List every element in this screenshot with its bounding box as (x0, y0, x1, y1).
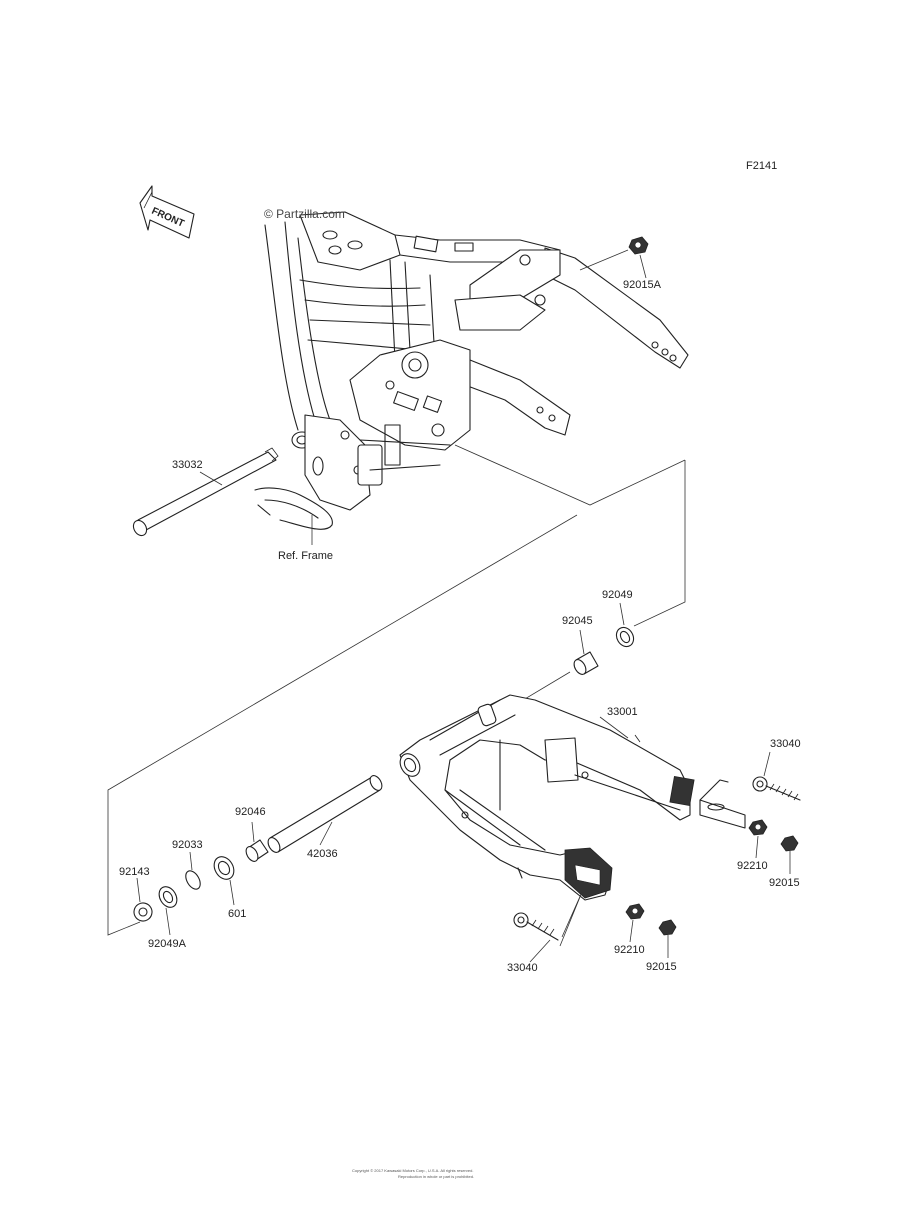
bracket-line-left (107, 514, 578, 936)
pivot-shaft-33032 (132, 447, 279, 537)
label-92015A: 92015A (623, 279, 661, 291)
label-42036: 42036 (307, 848, 338, 860)
label-92015-bottom: 92015 (646, 961, 677, 973)
label-92049A: 92049A (148, 938, 186, 950)
label-33040-right: 33040 (770, 738, 801, 750)
bushing-92046 (245, 821, 269, 862)
label-33040-bottom: 33040 (507, 962, 538, 974)
label-92210-right: 92210 (737, 860, 768, 872)
collar-92143 (133, 877, 153, 922)
label-92046: 92046 (235, 806, 266, 818)
bracket-line-top (454, 444, 686, 506)
label-92015-right: 92015 (769, 877, 800, 889)
label-92143: 92143 (119, 866, 150, 878)
bushing-92045 (573, 629, 599, 675)
frame-drawing (254, 211, 689, 530)
seal-92049 (615, 602, 635, 648)
diagram-code: F2141 (746, 160, 778, 172)
nut-92210-bottom (625, 903, 645, 943)
label-ref-frame: Ref. Frame (278, 550, 334, 562)
nut-92015A (579, 236, 649, 279)
bearing-601 (213, 856, 235, 906)
nut-92015-right (780, 835, 799, 874)
label-92049: 92049 (602, 589, 633, 601)
label-601: 601 (228, 908, 247, 920)
footer-line-2: Reproduction in whole or part is prohibi… (398, 1174, 475, 1179)
nut-92015-bottom (658, 919, 677, 958)
watermark: © Partzilla.com (264, 207, 345, 221)
adjuster-33040-right (699, 751, 801, 829)
footer-line-1: Copyright © 2017 Kawasaki Motors Corp., … (352, 1168, 474, 1173)
swingarm-33001 (399, 694, 695, 901)
bracket-line-right (633, 460, 686, 627)
front-arrow-icon: FRONT (139, 185, 195, 239)
adjuster-33040-bottom (513, 891, 583, 963)
label-33032: 33032 (172, 459, 203, 471)
circlip-92033 (185, 851, 201, 890)
label-92045: 92045 (562, 615, 593, 627)
nut-92210-right (748, 819, 768, 859)
label-92033: 92033 (172, 839, 203, 851)
label-92210-bottom: 92210 (614, 944, 645, 956)
label-33001: 33001 (607, 706, 638, 718)
collar-42036 (267, 775, 383, 853)
seal-92049A (158, 886, 178, 936)
